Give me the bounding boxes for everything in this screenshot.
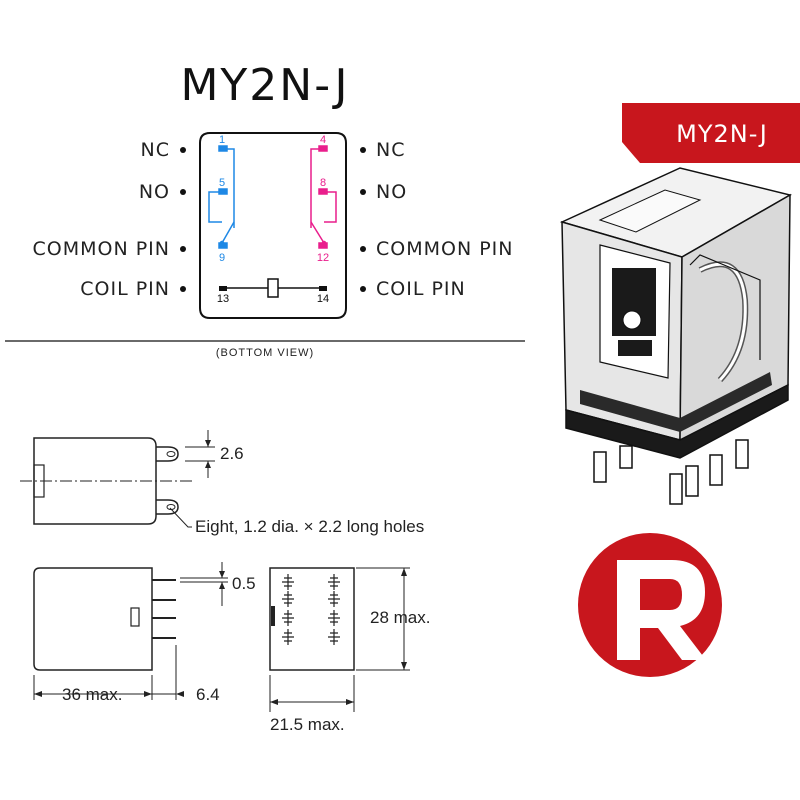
dim-pin-length: 6.4 (196, 685, 220, 704)
label-nc-left: NC (141, 139, 170, 161)
coil-symbol (267, 278, 279, 298)
pin-number-4: 4 (320, 134, 326, 146)
coil (219, 278, 327, 298)
product-title: MY2N-J (180, 60, 349, 111)
dim-height: 28 max. (370, 608, 430, 627)
side-view-drawing (33, 562, 228, 700)
dim-length: 36 max. (62, 685, 122, 704)
dim-pin-offset: 2.6 (220, 444, 244, 463)
dim-pin-width: 0.5 (232, 574, 256, 593)
model-badge: MY2N-J (622, 103, 800, 163)
label-coil-right: COIL PIN (376, 278, 466, 300)
badge-text: MY2N-J (676, 120, 768, 148)
dim-width: 21.5 max. (270, 715, 345, 734)
right-pin-labels: NC NO COMMON PIN COIL PIN (360, 139, 514, 300)
left-pin-labels: NC NO COMMON PIN COIL PIN (33, 139, 186, 300)
label-no-left: NO (139, 181, 170, 203)
bottom-view-drawing (269, 567, 410, 712)
left-switch (208, 145, 235, 249)
label-common-right: COMMON PIN (376, 238, 514, 260)
relay-product-image (559, 167, 792, 505)
pin-number-14: 14 (317, 293, 329, 305)
pin-number-5: 5 (219, 177, 225, 189)
pin-number-12: 12 (317, 252, 329, 264)
pin-number-9: 9 (219, 252, 225, 264)
pin-number-13: 13 (217, 293, 229, 305)
top-view-drawing (20, 430, 215, 528)
label-no-right: NO (376, 181, 407, 203)
right-switch (310, 145, 337, 249)
bottom-view-label: (BOTTOM VIEW) (216, 347, 314, 359)
r-logo (578, 533, 722, 677)
holes-note: Eight, 1.2 dia. × 2.2 long holes (195, 517, 424, 536)
pin-number-1: 1 (219, 134, 225, 146)
label-nc-right: NC (376, 139, 405, 161)
label-coil-left: COIL PIN (80, 278, 170, 300)
label-common-left: COMMON PIN (33, 238, 171, 260)
pin-slots (282, 574, 340, 645)
pin-number-8: 8 (320, 177, 326, 189)
pin-schematic: 1 5 9 4 8 12 13 14 (199, 132, 347, 319)
